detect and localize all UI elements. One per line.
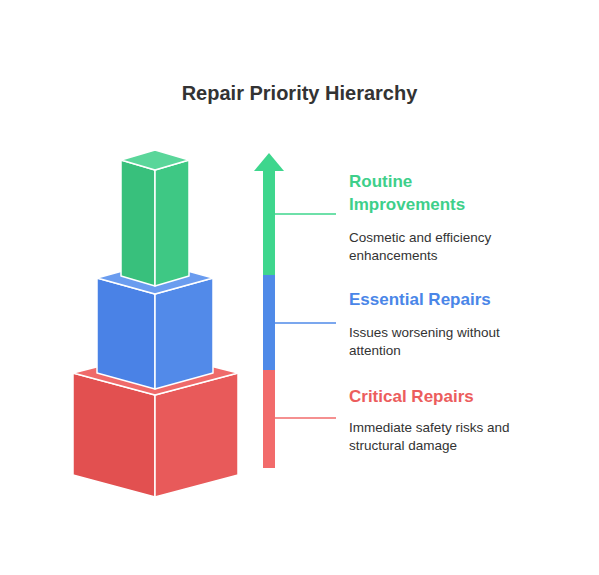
level-description: Cosmetic and efficiency enhancements [349,229,529,265]
diagram-title: Repair Priority Hierarchy [0,82,599,105]
routine-block [121,150,189,286]
level-description: Issues worsening without attention [349,324,529,360]
leader-line [275,417,336,419]
level-description: Immediate safety risks and structural da… [349,419,529,455]
leader-line [275,322,336,324]
level-heading: Essential Repairs [349,288,549,311]
priority-arrow [254,153,284,468]
level-heading: Routine Improvements [349,170,519,216]
level-heading: Critical Repairs [349,385,549,408]
leader-line [275,213,336,215]
